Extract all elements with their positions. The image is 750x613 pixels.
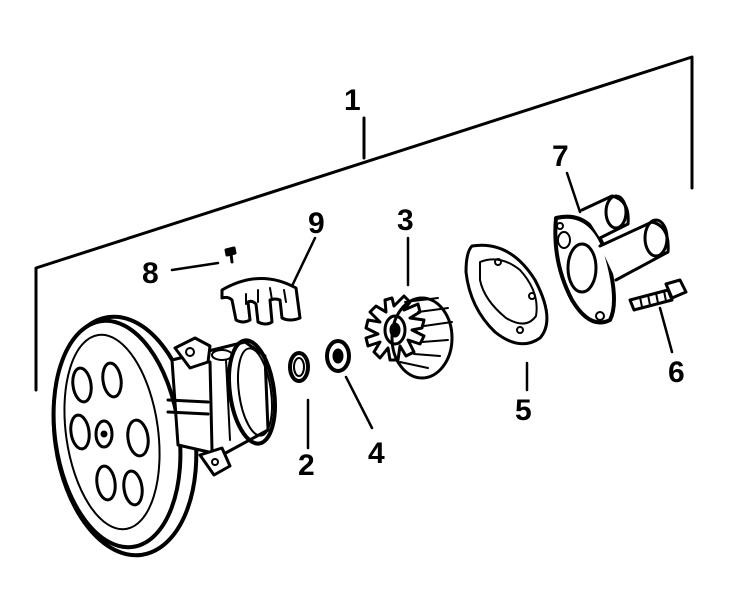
callout-3: 3 <box>397 204 414 237</box>
part-4-washer <box>325 339 351 373</box>
part-8-screw <box>224 246 237 264</box>
leader-4 <box>344 375 374 430</box>
assembly-bracket <box>34 55 694 392</box>
leader-6 <box>658 306 674 354</box>
part-3-impeller <box>364 294 454 380</box>
pump-body <box>166 336 277 477</box>
callout-2: 2 <box>298 449 315 482</box>
callout-4: 4 <box>368 437 385 470</box>
callout-6: 6 <box>668 356 685 389</box>
callout-9: 9 <box>308 207 325 240</box>
part-7-cover <box>553 194 670 325</box>
leader-9 <box>290 236 317 288</box>
callout-8: 8 <box>142 257 159 290</box>
callout-5: 5 <box>515 394 532 427</box>
leader-8 <box>170 261 220 272</box>
leader-lines <box>170 171 674 450</box>
leader-7 <box>565 171 582 214</box>
callout-labels: 1 2 3 4 5 6 7 8 9 <box>142 84 685 482</box>
part-9-cam-insert <box>220 277 302 326</box>
pulley <box>51 314 199 558</box>
callout-1: 1 <box>344 84 361 117</box>
part-5-gasket <box>464 243 549 346</box>
callout-7: 7 <box>552 140 569 173</box>
part-6-screw <box>628 278 688 312</box>
part-2-o-ring <box>288 351 310 383</box>
